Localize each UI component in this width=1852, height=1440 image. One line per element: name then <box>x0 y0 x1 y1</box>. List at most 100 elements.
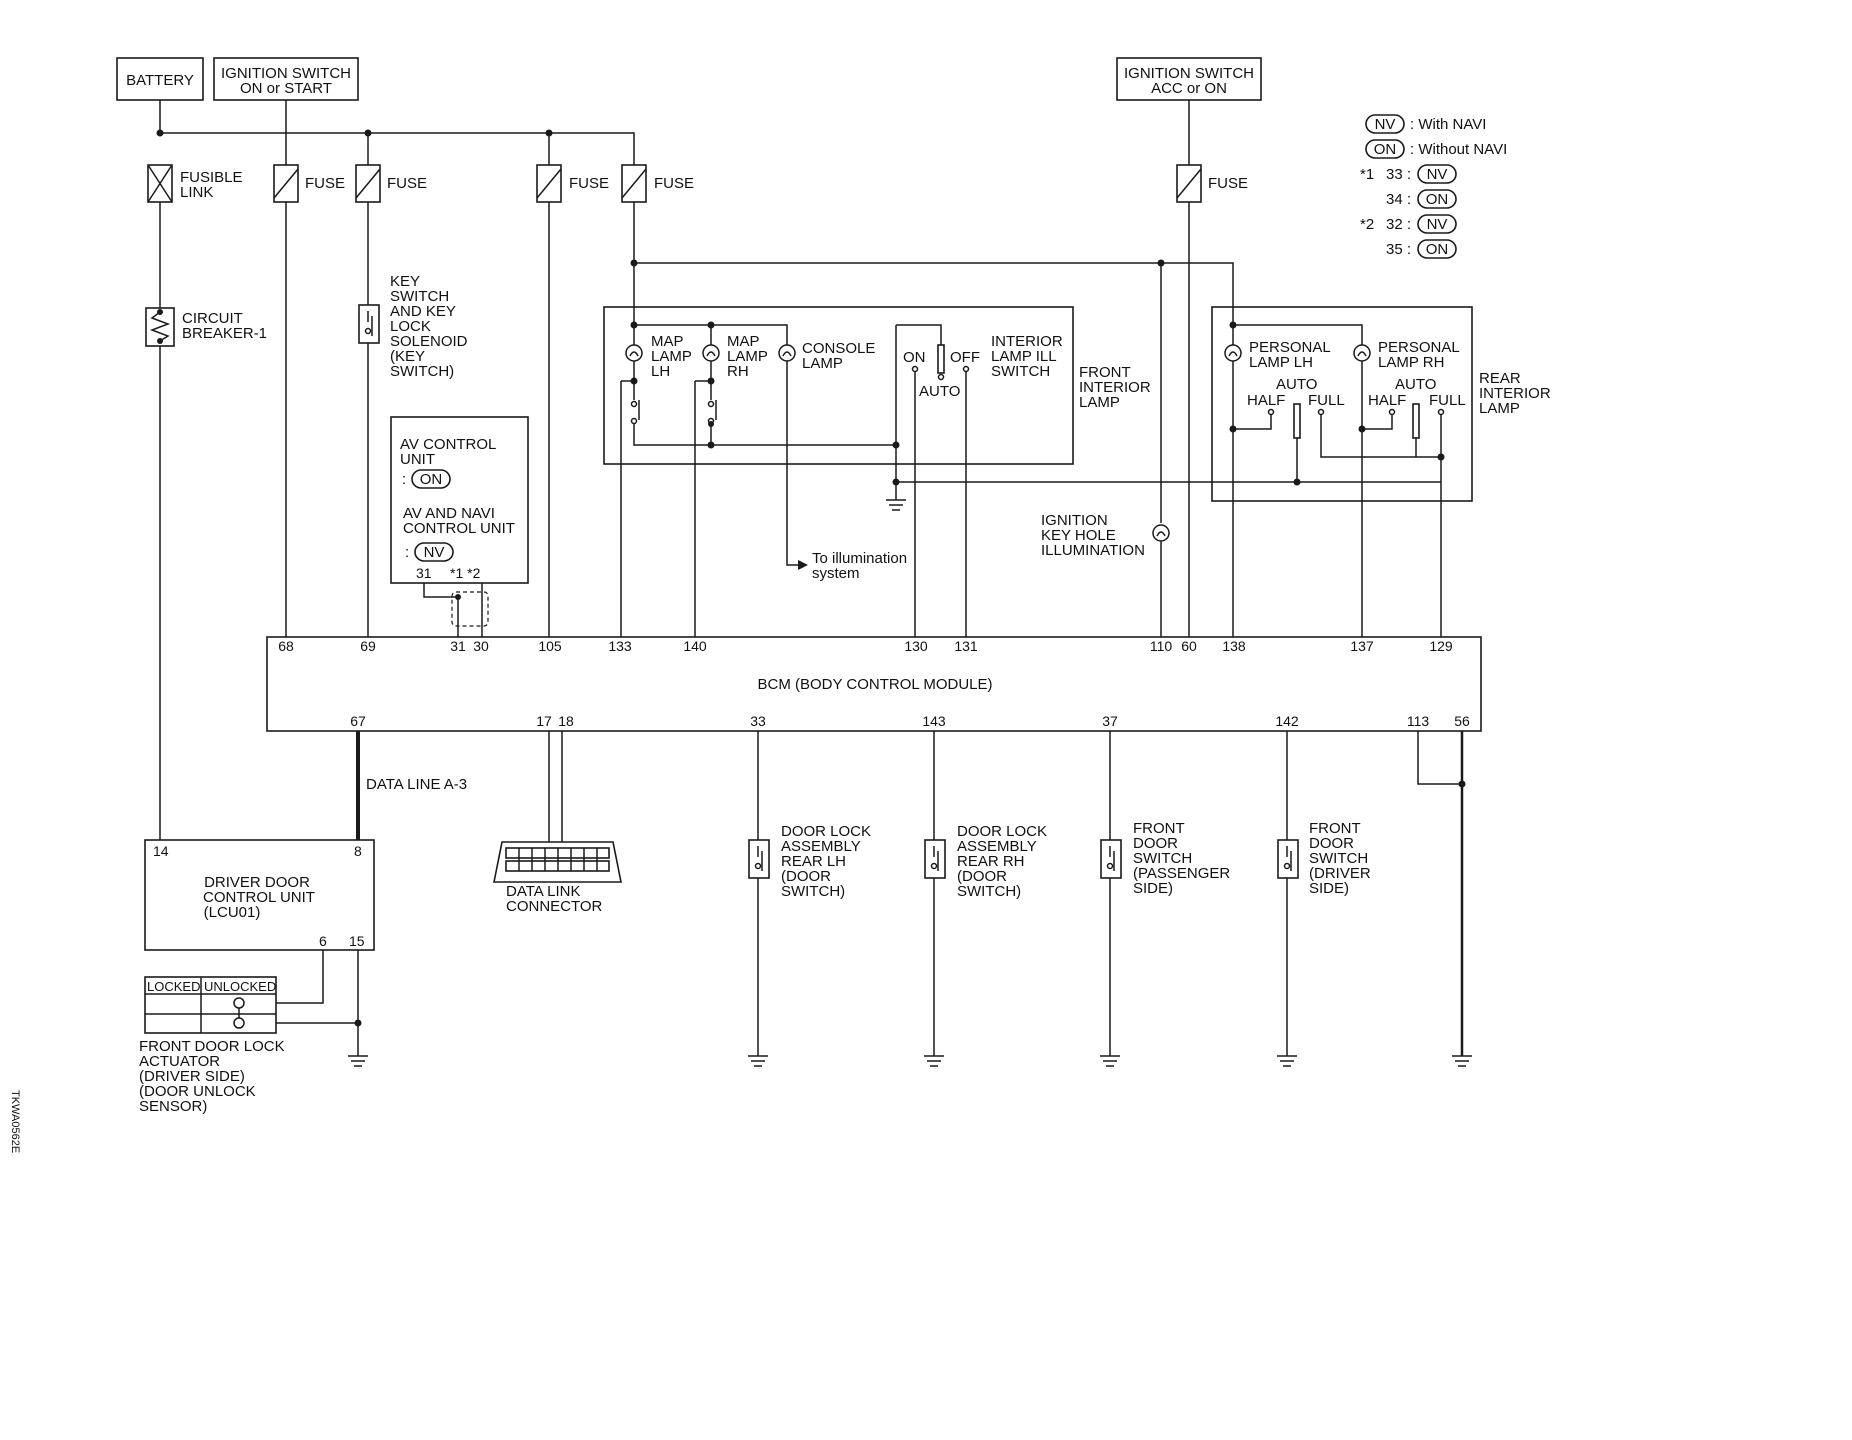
actuator-table <box>144 976 277 1034</box>
bcm-pin: 31 <box>450 638 466 654</box>
legend-on-text: : Without NAVI <box>1410 141 1507 158</box>
ignition-acc-on-line2: ACC or ON <box>1151 80 1227 97</box>
bcm-pin: 131 <box>954 638 978 654</box>
wire-lh-full <box>1320 414 1441 458</box>
junction <box>157 338 163 344</box>
map-lamp-lh-bulb <box>625 344 643 362</box>
bcm-pin: 30 <box>473 638 489 654</box>
personal-rh-line1: PERSONAL <box>1378 339 1460 356</box>
driver-door-unit-box <box>144 839 375 951</box>
av-unit-line2: UNIT <box>400 451 435 468</box>
svg-text:SWITCH): SWITCH) <box>390 363 454 380</box>
fuse-label-105: FUSE <box>569 175 609 192</box>
switch-terminal-on <box>911 365 919 373</box>
door-switch-rear-lh <box>748 731 770 1067</box>
junction <box>354 1019 362 1027</box>
switch-on-label: ON <box>903 349 926 366</box>
bcm-pin: 143 <box>922 713 946 729</box>
lh-full-label: FULL <box>1308 392 1345 409</box>
key-switch-contact <box>367 311 373 336</box>
legend-on-badge-35: ON <box>1426 241 1449 258</box>
av-on-badge: ON <box>420 471 443 488</box>
legend-p32: 32 : <box>1386 216 1411 233</box>
junction <box>707 441 715 449</box>
switch-off-label: OFF <box>950 349 980 366</box>
key-switch-symbol <box>358 304 380 344</box>
bcm-bottom-pins: 67 17 18 33 143 37 142 113 56 <box>350 713 1470 729</box>
bcm-pin: 113 <box>1407 713 1430 729</box>
wire-rear-top <box>1233 324 1363 345</box>
interior-switch-line1: INTERIOR <box>991 333 1063 350</box>
map-lamp-lh-line3: LH <box>651 363 670 380</box>
av-control-unit-box <box>390 416 529 584</box>
wire-113 <box>1417 731 1462 785</box>
fuse-label-acc: FUSE <box>1208 175 1248 192</box>
av-navi-colon: : <box>405 544 409 561</box>
fusible-link-cross <box>147 164 173 203</box>
bcm-pin: 56 <box>1454 713 1470 729</box>
rear-interior-line1: REAR <box>1479 370 1521 387</box>
locked-label: LOCKED <box>147 979 200 994</box>
rh-full-terminal <box>1437 408 1445 416</box>
av-unit-colon: : <box>402 471 406 488</box>
driver-door-line2: CONTROL UNIT <box>203 889 315 906</box>
wire-map-lh-bottom <box>633 424 896 446</box>
lcu-pin-8: 8 <box>354 843 362 859</box>
map-lamp-rh-line3: RH <box>727 363 749 380</box>
bcm-pin: 17 <box>536 713 552 729</box>
bcm-pin: 18 <box>558 713 574 729</box>
legend-p34: 34 : <box>1386 191 1411 208</box>
console-lamp-bulb <box>778 344 796 362</box>
svg-text:KEY: KEY <box>390 273 420 290</box>
fusible-link-line2: LINK <box>180 184 213 201</box>
av-nv-badge-ring <box>414 542 454 562</box>
circuit-breaker-line1: CIRCUIT <box>182 310 243 327</box>
rh-auto-label: AUTO <box>1395 376 1436 393</box>
actuator-line5: SENSOR) <box>139 1098 207 1115</box>
to-illumination-line2: system <box>812 565 860 582</box>
bcm-pin: 142 <box>1275 713 1299 729</box>
rear-rh-line5: SWITCH) <box>957 883 1021 900</box>
legend-nv-badge: NV <box>1375 116 1396 133</box>
fuse-interior <box>621 164 647 203</box>
legend-star2: *2 <box>1360 216 1374 233</box>
wire-lcu-6 <box>276 950 324 1004</box>
bcm-box <box>266 636 1482 732</box>
rear-rh-line4: (DOOR <box>957 868 1007 885</box>
legend-star1: *1 <box>1360 166 1374 183</box>
map-lamp-rh-line2: LAMP <box>727 348 768 365</box>
junction <box>1458 780 1466 788</box>
front-interior-line3: LAMP <box>1079 394 1120 411</box>
wire-console-illum <box>786 361 798 566</box>
pass-line1: FRONT <box>1133 820 1185 837</box>
unlocked-contact-icon <box>233 997 245 1029</box>
key-switch-terminal <box>364 327 372 335</box>
actuator-line1: FRONT DOOR LOCK <box>139 1038 285 1055</box>
av-unit-line1: AV CONTROL <box>400 436 496 453</box>
personal-rh-line2: LAMP RH <box>1378 354 1444 371</box>
wire-133 <box>620 380 634 637</box>
actuator-line3: (DRIVER SIDE) <box>139 1068 245 1085</box>
bcm-pin: 37 <box>1102 713 1118 729</box>
rh-full-label: FULL <box>1429 392 1466 409</box>
legend-nv-badge-32: NV <box>1427 216 1448 233</box>
ignition-acc-on-box <box>1116 57 1262 101</box>
keyhole-line1: IGNITION <box>1041 512 1108 529</box>
junction <box>630 259 638 267</box>
av-pin-31: 31 <box>416 565 432 581</box>
av-on-badge-ring <box>411 469 451 489</box>
rear-rh-line2: ASSEMBLY <box>957 838 1037 855</box>
front-interior-lamp-box <box>603 306 1074 465</box>
circuit-breaker-line2: BREAKER-1 <box>182 325 267 342</box>
personal-rh-switch-lever <box>1412 403 1420 439</box>
personal-lamp-rh-bulb <box>1353 344 1371 362</box>
pass-line2: DOOR <box>1133 835 1178 852</box>
legend: NV : With NAVI ON : Without NAVI *1 33 :… <box>1360 114 1507 259</box>
front-interior-line2: INTERIOR <box>1079 379 1151 396</box>
rear-rh-line3: REAR RH <box>957 853 1025 870</box>
legend-p35: 35 : <box>1386 241 1411 258</box>
battery-box <box>116 57 204 101</box>
rear-lh-line2: ASSEMBLY <box>781 838 861 855</box>
wire-interior-bus <box>634 262 1234 325</box>
legend-nv-text: : With NAVI <box>1410 116 1486 133</box>
